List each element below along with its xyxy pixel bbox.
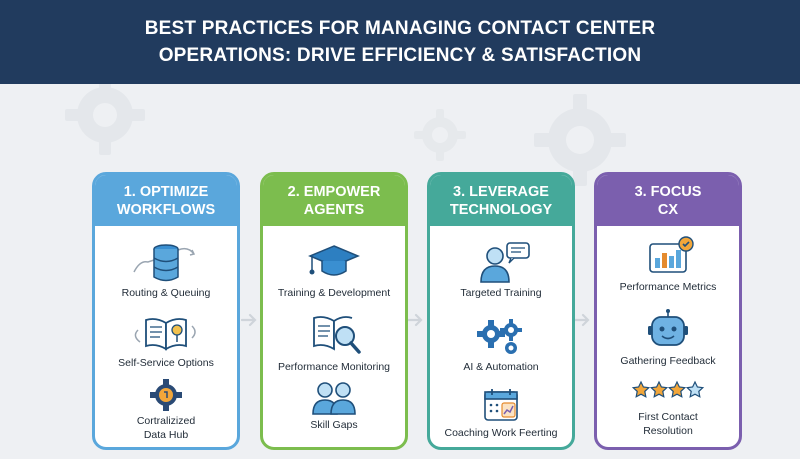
- column-title-line1: 3. LEVERAGE: [453, 183, 549, 200]
- item-self-service: Self-Service Options: [95, 312, 237, 370]
- column-focus-cx: 3. FOCUS CX Performance Metrics: [594, 172, 742, 450]
- column-header: 3. LEVERAGE TECHNOLOGY: [430, 175, 572, 226]
- item-label: Gathering Feedback: [620, 355, 716, 367]
- star-rating-icon: [631, 380, 705, 398]
- calendar-chart-icon: [484, 389, 518, 421]
- two-people-icon: [312, 382, 356, 415]
- column-title-line1: 1. OPTIMIZE: [123, 183, 209, 200]
- bar-chart-check-icon: [649, 236, 694, 273]
- arrow-right-icon: [241, 313, 257, 327]
- page-title-line1: BEST PRACTICES FOR MANAGING CONTACT CENT…: [144, 18, 656, 39]
- background-gear-icon: [414, 109, 466, 161]
- item-label: Coaching Work Feerting: [444, 427, 558, 439]
- column-leverage-technology: 3. LEVERAGE TECHNOLOGY Targeted Training: [427, 172, 575, 450]
- item-performance-monitoring: Performance Monitoring: [263, 312, 405, 374]
- page-header: BEST PRACTICES FOR MANAGING CONTACT CENT…: [0, 0, 800, 84]
- item-label: AI & Automation: [463, 361, 539, 373]
- item-centralized-data-hub: Cortralizized Data Hub: [95, 376, 237, 442]
- graduation-cap-icon: [308, 245, 360, 276]
- item-training-development: Training & Development: [263, 240, 405, 300]
- item-performance-metrics: Performance Metrics: [597, 234, 739, 294]
- column-header: 1. OPTIMIZE WORKFLOWS: [95, 175, 237, 226]
- column-title-line2: WORKFLOWS: [116, 201, 216, 218]
- database-routing-icon: [133, 244, 196, 282]
- item-routing-queuing: Routing & Queuing: [95, 242, 237, 300]
- column-title-line2: CX: [657, 201, 679, 218]
- page-title-line2: OPERATIONS: DRIVE EFFICIENCY & SATISFACT…: [158, 45, 642, 66]
- item-gathering-feedback: Gathering Feedback: [597, 308, 739, 368]
- robot-face-icon: [648, 309, 688, 346]
- column-title-line1: 3. FOCUS: [634, 183, 702, 200]
- item-label: Skill Gaps: [310, 419, 358, 431]
- item-first-contact-resolution: First Contact Resolution: [597, 376, 739, 438]
- item-label: Performance Monitoring: [277, 361, 391, 373]
- column-title-line1: 2. EMPOWER: [287, 183, 381, 200]
- arrow-right-icon: [574, 313, 590, 327]
- arrow-right-icon: [407, 313, 423, 327]
- column-optimize-workflows: 1. OPTIMIZE WORKFLOWS Routing & Queuing: [92, 172, 240, 450]
- book-magnifier-icon: [313, 316, 361, 354]
- item-skill-gaps: Skill Gaps: [263, 378, 405, 432]
- item-label: Targeted Training: [460, 287, 542, 299]
- column-header: 2. EMPOWER AGENTS: [263, 175, 405, 226]
- gears-icon: [477, 319, 522, 354]
- item-label-line2: Resolution: [643, 425, 693, 437]
- background-gear-icon: [534, 94, 626, 186]
- gear-hub-icon: [150, 379, 182, 411]
- item-coaching-work: Coaching Work Feerting: [430, 386, 572, 440]
- item-targeted-training: Targeted Training: [430, 240, 572, 300]
- item-label: Training & Development: [277, 287, 391, 299]
- item-label: Routing & Queuing: [121, 287, 211, 299]
- person-chat-icon: [480, 242, 530, 283]
- column-title-line2: AGENTS: [303, 201, 365, 218]
- item-label-line1: Cortralizized: [136, 415, 196, 427]
- item-label: Self-Service Options: [118, 357, 214, 369]
- item-label-line1: First Contact: [638, 411, 698, 423]
- item-label: Performance Metrics: [619, 281, 717, 293]
- column-header: 3. FOCUS CX: [597, 175, 739, 226]
- background-gear-icon: [65, 75, 145, 155]
- item-ai-automation: AI & Automation: [430, 314, 572, 374]
- item-label-line2: Data Hub: [143, 429, 189, 441]
- open-book-icon: [134, 318, 196, 351]
- column-empower-agents: 2. EMPOWER AGENTS Training & Development…: [260, 172, 408, 450]
- column-title-line2: TECHNOLOGY: [449, 201, 553, 218]
